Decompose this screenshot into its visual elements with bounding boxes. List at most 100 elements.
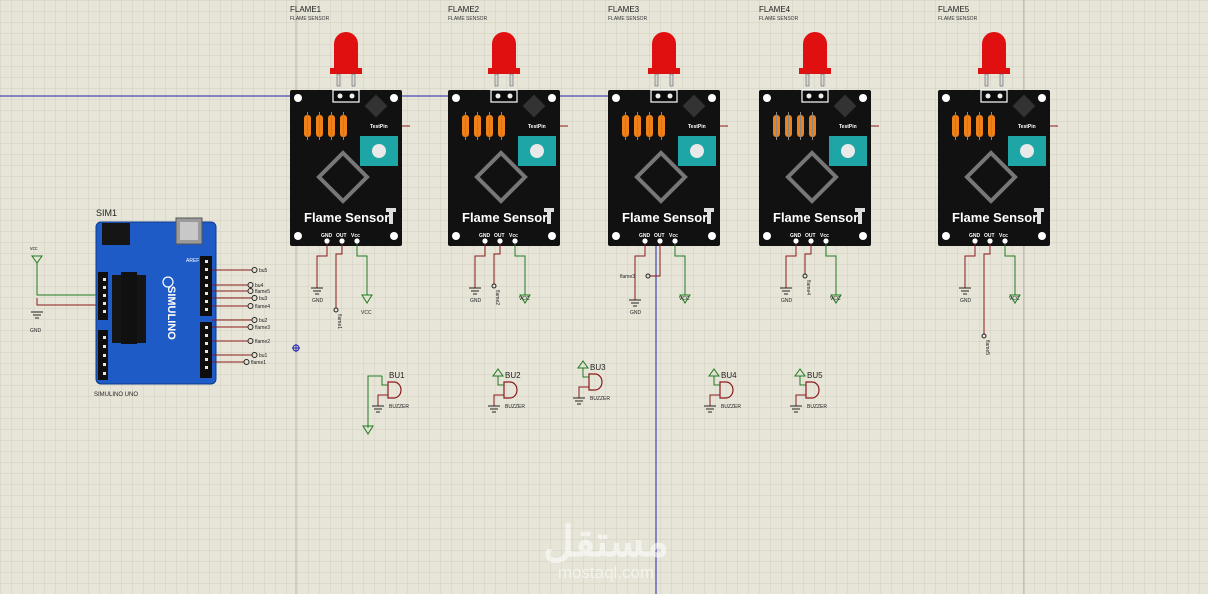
pin-label: GND: [790, 233, 802, 239]
sensor-out-label: flame4: [805, 280, 811, 295]
sensor-ref: FLAME4: [759, 5, 791, 14]
buzzer-icon: [588, 373, 603, 391]
pin-label: GND: [969, 233, 981, 239]
watermark-arabic: مستقل: [543, 518, 669, 565]
pin-label: Vcc: [820, 233, 829, 239]
buzzer-ref: BU3: [590, 363, 606, 372]
terminal-bu4: bu4: [212, 282, 264, 289]
pin-label: OUT: [984, 233, 995, 239]
buzzer-ref: BU5: [807, 371, 823, 380]
gnd-label: GND: [630, 310, 642, 316]
terminal-label: bu4: [255, 283, 264, 289]
gnd-label: GND: [470, 298, 482, 304]
terminal-label: flame1: [251, 360, 266, 366]
terminal-flame2: flame2: [212, 338, 270, 345]
testpin-label: TestPin: [528, 124, 546, 130]
arduino-board[interactable]: SIM1 AREF SIMULINO SIMULINO UNO: [94, 208, 217, 398]
flame-led-icon: [799, 32, 831, 87]
vcc-label: VCC: [830, 296, 841, 302]
terminal-label: bu1: [259, 353, 268, 359]
pin-label: OUT: [494, 233, 505, 239]
vcc-label: VCC: [361, 310, 372, 316]
vcc-label: VCC: [519, 296, 530, 302]
terminal-flame1: flame1: [212, 359, 266, 366]
sensor-ref: FLAME1: [290, 5, 322, 14]
sheet-guides: [0, 0, 1025, 594]
sensor-out-label: flame1: [336, 314, 342, 329]
sensor-type: FLAME SENSOR: [938, 16, 978, 22]
terminal-label: bu2: [259, 318, 268, 324]
terminal-bu2: bu2: [212, 317, 268, 324]
arduino-name: SIMULINO UNO: [94, 392, 138, 398]
testpin-label: TestPin: [370, 124, 388, 130]
pin-label: OUT: [654, 233, 665, 239]
terminal-label: flame4: [255, 304, 270, 310]
flame-led-icon: [648, 32, 680, 87]
arduino-brand: SIMULINO: [165, 286, 177, 340]
pin-label: OUT: [336, 233, 347, 239]
terminal-label: bu3: [259, 296, 268, 302]
sensor-type: FLAME SENSOR: [608, 16, 648, 22]
terminal-label: flame5: [255, 289, 270, 295]
sensor-out-label: flame5: [984, 340, 990, 355]
testpin-label: TestPin: [688, 124, 706, 130]
pin-label: Vcc: [999, 233, 1008, 239]
sensor-type: FLAME SENSOR: [290, 16, 330, 22]
sensor-label: Flame Sensor: [622, 210, 707, 225]
pin-label: GND: [479, 233, 491, 239]
pin-label: GND: [321, 233, 333, 239]
sensor-ref: FLAME5: [938, 5, 970, 14]
sensor-ref: FLAME3: [608, 5, 640, 14]
arduino-power: vcc GND: [30, 246, 96, 334]
sensor-pattern: [474, 150, 528, 204]
buzzer-icon: [805, 381, 820, 399]
buzzer-type: BUZZER: [389, 404, 409, 410]
pin-label: GND: [639, 233, 651, 239]
terminal-label: bu5: [259, 268, 268, 274]
sensor-label: Flame Sensor: [952, 210, 1037, 225]
sensor-pattern: [316, 150, 370, 204]
sensor-type: FLAME SENSOR: [448, 16, 488, 22]
flame-led-icon: [330, 32, 362, 87]
buzzers: BU1BUZZERBU2BUZZERBU3BUZZERBU4BUZZERBU5B…: [362, 360, 827, 435]
buzzer-type: BUZZER: [807, 404, 827, 410]
watermark-latin: mostaql.com: [558, 563, 654, 582]
sensor-out-label: flame2: [494, 290, 500, 305]
pin-label: Vcc: [669, 233, 678, 239]
flame-led-icon: [978, 32, 1010, 87]
buzzer-type: BUZZER: [721, 404, 741, 410]
watermark: مستقل mostaql.com: [543, 518, 669, 582]
sensor-label: Flame Sensor: [304, 210, 389, 225]
terminal-bu1: bu1: [212, 352, 268, 359]
testpin-label: TestPin: [839, 124, 857, 130]
terminal-flame3: flame3: [212, 324, 270, 331]
crosshair-icon: [292, 344, 300, 352]
arduino-ref: SIM1: [96, 208, 117, 218]
vcc-label: VCC: [679, 296, 690, 302]
sensor-type: FLAME SENSOR: [759, 16, 799, 22]
buzzer-ref: BU4: [721, 371, 737, 380]
buzzer-type: BUZZER: [590, 396, 610, 402]
pin-label: Vcc: [351, 233, 360, 239]
vcc-net-label: vcc: [30, 246, 38, 252]
terminal-label: flame2: [255, 339, 270, 345]
flame-led-icon: [488, 32, 520, 87]
terminal-flame4: flame4: [212, 303, 270, 310]
testpin-label: TestPin: [1018, 124, 1036, 130]
buzzer-ref: BU2: [505, 371, 521, 380]
sensor-out-label: flame3: [620, 274, 635, 280]
buzzer-ref: BU1: [389, 371, 405, 380]
